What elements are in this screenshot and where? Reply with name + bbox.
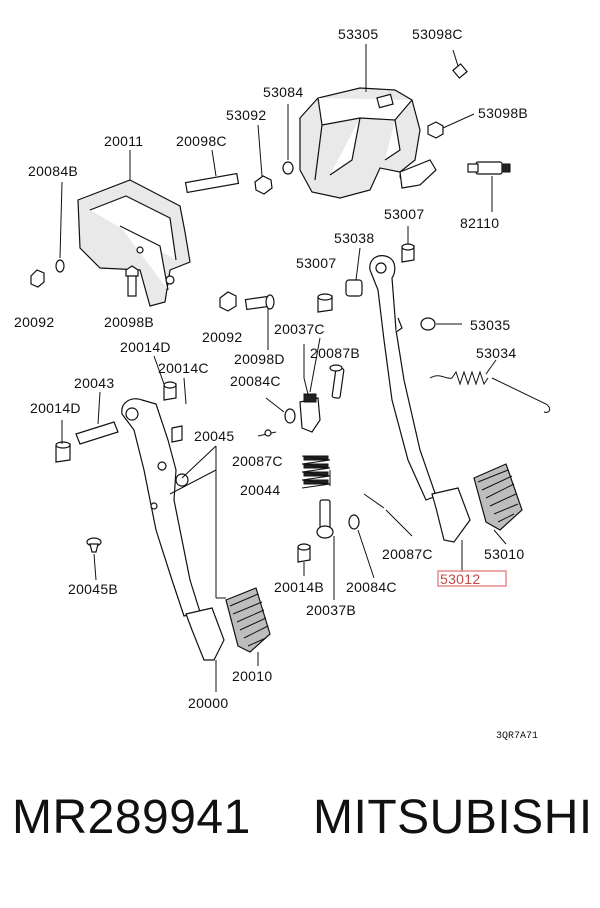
label-20087B: 20087B — [310, 345, 360, 361]
label-20084B: 20084B — [28, 163, 78, 179]
switch-82110 — [467, 161, 511, 212]
label-20045B: 20045B — [68, 581, 118, 597]
part-number: MR289941 — [12, 791, 251, 844]
highlight-53012 — [437, 570, 507, 587]
label-20010: 20010 — [232, 668, 272, 684]
brand-name: MITSUBISHI — [313, 791, 593, 844]
label-20043: 20043 — [74, 375, 114, 391]
diagram-reference-code: 3QR7A71 — [496, 731, 538, 742]
pedal-lever-53012 — [369, 255, 471, 543]
label-53098B: 53098B — [478, 105, 528, 121]
pedal-lever-20000 — [121, 398, 225, 661]
shaft-20043 — [75, 391, 119, 445]
label-53035: 53035 — [470, 317, 510, 333]
pin-20087C-left — [257, 429, 277, 437]
label-20014D-top: 20014D — [120, 339, 171, 355]
nut-20092-center — [219, 291, 237, 312]
nut-53098B — [427, 113, 475, 139]
stopper-20045 — [169, 445, 226, 599]
pedal-pad-20010 — [225, 587, 271, 666]
nut-53092 — [254, 124, 273, 195]
label-20014C: 20014C — [158, 360, 209, 376]
bolt-20098D — [244, 294, 275, 350]
bracket-20011 — [77, 150, 191, 307]
bushing-20014D-top — [153, 355, 177, 401]
clip-20045B — [86, 537, 102, 581]
label-20037B: 20037B — [306, 602, 356, 618]
label-53092: 53092 — [226, 107, 266, 123]
pin-20087C-right — [363, 493, 413, 537]
collar-53038 — [345, 247, 363, 297]
label-20011: 20011 — [104, 133, 143, 149]
label-53007-left: 53007 — [296, 255, 336, 271]
label-20092-left: 20092 — [14, 314, 54, 330]
bolt-20098B — [125, 265, 139, 297]
bracket-53305 — [299, 87, 437, 199]
washer-20084B — [55, 181, 65, 273]
bushing-20014B — [297, 543, 311, 576]
label-20000: 20000 — [188, 695, 228, 711]
pushrod-20037B — [316, 499, 335, 600]
nut-20092-left — [30, 269, 45, 288]
pedal-pad-53010 — [473, 463, 523, 545]
bushing-20014C — [171, 377, 187, 443]
washer-20084C-top — [265, 397, 296, 424]
label-53010: 53010 — [484, 546, 524, 562]
pin-20087B — [329, 364, 345, 399]
spring-20044 — [301, 455, 331, 489]
bolt-53098C — [430, 49, 468, 98]
label-53084: 53084 — [263, 84, 303, 100]
label-20087C-right: 20087C — [382, 546, 433, 562]
label-53007-top: 53007 — [384, 206, 424, 222]
label-53038: 53038 — [334, 230, 374, 246]
label-53034: 53034 — [476, 345, 516, 361]
label-20045: 20045 — [194, 428, 234, 444]
label-82110: 82110 — [460, 215, 499, 231]
bolt-20098C — [184, 149, 240, 194]
label-53012: 53012 — [440, 571, 480, 587]
label-20087C-left: 20087C — [232, 453, 283, 469]
washer-20084C-bottom — [348, 514, 375, 579]
label-20014D-left: 20014D — [30, 400, 81, 416]
label-20014B: 20014B — [274, 579, 324, 595]
label-20044: 20044 — [240, 482, 280, 498]
label-20092-center: 20092 — [202, 329, 242, 345]
pushrod-20037C — [299, 344, 321, 433]
pedal-assembly-diagram: 53305 53098C 53084 53092 53098B 20011 20… — [14, 26, 551, 742]
label-20037C: 20037C — [274, 321, 325, 337]
bushing-53007-top — [401, 226, 415, 263]
leader-20037C — [309, 337, 321, 393]
label-20098B: 20098B — [104, 314, 154, 330]
label-20098C: 20098C — [176, 133, 227, 149]
label-20084C-bottom: 20084C — [346, 579, 397, 595]
footer: MR289941 MITSUBISHI — [0, 790, 600, 890]
label-53305: 53305 — [338, 26, 378, 42]
label-20098D: 20098D — [234, 351, 285, 367]
bushing-53007-left — [317, 293, 333, 313]
stopper-53035 — [420, 317, 462, 331]
washer-53084 — [282, 104, 294, 175]
bushing-20014D-left — [55, 420, 71, 463]
label-53098C: 53098C — [412, 26, 463, 42]
spring-53034 — [429, 359, 551, 413]
label-20084C-top: 20084C — [230, 373, 281, 389]
